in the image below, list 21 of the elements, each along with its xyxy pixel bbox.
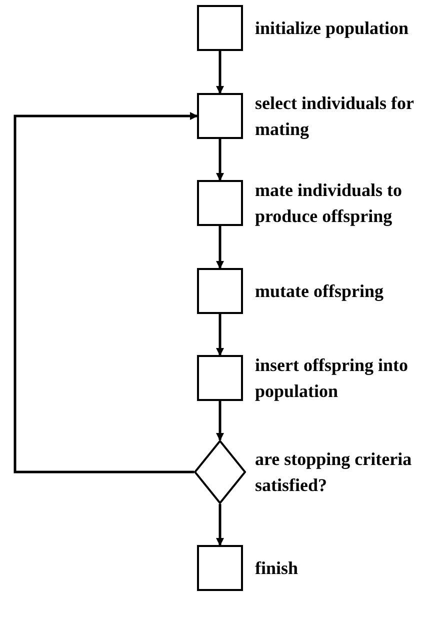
step-label: mate individuals to produce offspring	[255, 179, 404, 228]
arrow	[216, 139, 224, 181]
step-label: initialize population	[255, 17, 410, 40]
arrow	[216, 226, 224, 269]
process-box	[197, 180, 243, 226]
step-label: are stopping criteria satisfied?	[255, 448, 413, 497]
step-label: insert offspring into population	[255, 354, 409, 403]
step-label: finish	[255, 557, 300, 580]
decision-diamond	[194, 440, 246, 504]
process-box	[197, 93, 243, 139]
step-label: select individuals for mating	[255, 92, 415, 141]
step-label: mutate offspring	[255, 280, 384, 303]
process-box	[197, 268, 243, 314]
process-box	[197, 545, 243, 591]
arrow	[216, 401, 224, 441]
arrow	[216, 51, 224, 94]
process-box	[197, 5, 243, 51]
arrow	[14, 112, 198, 474]
arrow	[216, 504, 224, 546]
arrow	[216, 314, 224, 356]
process-box	[197, 355, 243, 401]
